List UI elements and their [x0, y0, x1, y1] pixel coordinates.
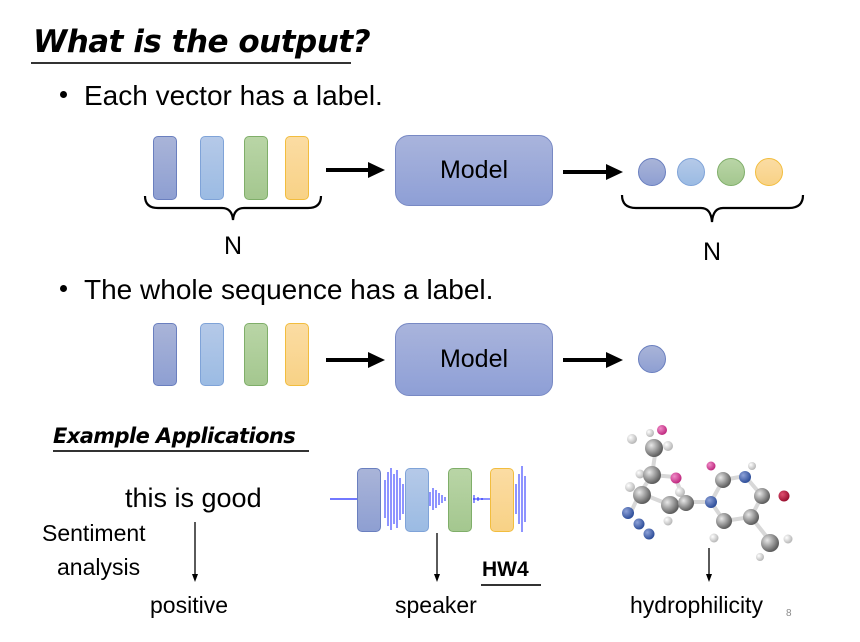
output-label-light-blue: [677, 158, 705, 186]
input-vector-light-blue: [200, 323, 224, 386]
atom-carbon-icon: [633, 486, 651, 504]
speaker-vector-green: [448, 468, 472, 532]
atom-hydrogen-icon: [625, 482, 635, 492]
atom-carbon-icon: [645, 439, 663, 457]
speaker-vector-blue: [357, 468, 381, 532]
bullet-text: The whole sequence has a label.: [84, 274, 494, 305]
bullet-text: Each vector has a label.: [84, 80, 383, 111]
page-number: 8: [786, 608, 792, 619]
atom-carbon-icon: [716, 513, 732, 529]
atom-nitrogen-icon: [643, 528, 655, 540]
arrow-speaker-icon: [434, 533, 440, 582]
input-vector-light-blue: [200, 136, 224, 200]
atom-oxygen-icon: [657, 425, 667, 435]
atom-carbon-icon: [715, 472, 731, 488]
waveform-burst-2-icon: [429, 488, 446, 510]
input-count-label: N: [224, 232, 243, 260]
output-label-green: [717, 158, 745, 186]
atom-nitrogen-icon: [739, 471, 751, 483]
atom-hydrogen-icon: [783, 534, 793, 544]
bullet-dot-icon: [60, 91, 67, 99]
atom-nitrogen-icon: [622, 507, 634, 519]
sentiment-output: positive: [150, 592, 228, 618]
bullet-each-vector: Each vector has a label.: [60, 80, 383, 112]
atom-hydrogen-icon: [709, 533, 719, 543]
hw4-underline: [481, 584, 541, 586]
speaker-output: speaker: [395, 592, 477, 618]
model-label: Model: [439, 345, 509, 373]
arrow-from-model-seq-icon: [563, 352, 623, 368]
molecule-bonds-icon: [628, 447, 772, 543]
sentiment-task-line1: Sentiment: [42, 520, 146, 546]
atom-nitrogen-icon: [705, 496, 717, 508]
atom-hydrogen-icon: [663, 516, 673, 526]
molecule-output: hydrophilicity: [630, 592, 763, 618]
example-applications-heading: Example Applications: [53, 424, 296, 448]
atom-carbon-icon: [761, 534, 779, 552]
sentiment-task-line2: analysis: [57, 554, 141, 580]
atom-carbon-icon: [643, 466, 661, 484]
input-vector-blue: [153, 323, 177, 386]
atom-hydrogen-icon: [675, 487, 685, 497]
waveform-burst-4-icon: [515, 466, 526, 532]
output-label-blue: [638, 158, 666, 186]
atom-carbon-icon: [754, 488, 770, 504]
atom-oxygen-icon: [706, 461, 716, 471]
atom-hydrogen-icon: [756, 553, 764, 561]
arrow-to-model-seq-icon: [326, 352, 385, 368]
atom-hydrogen-icon: [663, 441, 673, 451]
atom-hydrogen-icon: [748, 462, 756, 470]
input-vector-green: [244, 136, 268, 200]
molecule-figure: [622, 425, 793, 561]
atom-hydrogen-icon: [627, 434, 637, 444]
bullet-whole-sequence: The whole sequence has a label.: [60, 274, 493, 306]
model-box-sequence: Model: [395, 323, 553, 396]
arrow-from-model-icon: [563, 164, 623, 180]
heading-underline: [53, 450, 309, 452]
hw4-label: HW4: [482, 558, 529, 581]
sentiment-input-text: this is good: [125, 483, 262, 513]
speaker-vector-light-blue: [405, 468, 429, 532]
speaker-vector-yellow: [490, 468, 514, 532]
brace-input-icon: [143, 195, 323, 221]
input-vector-yellow: [285, 136, 309, 200]
atom-carbon-icon: [678, 495, 694, 511]
title-underline: [31, 62, 351, 64]
waveform-burst-3-icon: [473, 495, 490, 503]
slide-title: What is the output?: [33, 24, 371, 60]
atom-oxygen-double-icon: [778, 490, 790, 502]
atom-carbon-icon: [661, 496, 679, 514]
model-label: Model: [439, 156, 509, 184]
output-label-yellow: [755, 158, 783, 186]
input-vector-yellow: [285, 323, 309, 386]
model-box-each: Model: [395, 135, 553, 206]
waveform-burst-1-icon: [384, 468, 407, 530]
output-label-sequence: [638, 345, 666, 373]
bullet-dot-icon: [60, 285, 67, 293]
arrow-to-model-icon: [326, 162, 385, 178]
atom-hydrogen-icon: [646, 429, 654, 437]
arrow-molecule-icon: [706, 548, 712, 582]
arrow-sentiment-icon: [192, 522, 198, 582]
atom-oxygen-icon: [670, 472, 682, 484]
output-count-label: N: [703, 238, 722, 266]
input-vector-green: [244, 323, 268, 386]
atom-nitrogen-icon: [633, 518, 645, 530]
input-vector-blue: [153, 136, 177, 200]
atom-carbon-icon: [743, 509, 759, 525]
brace-output-icon: [620, 194, 805, 223]
atom-hydrogen-icon: [635, 469, 645, 479]
